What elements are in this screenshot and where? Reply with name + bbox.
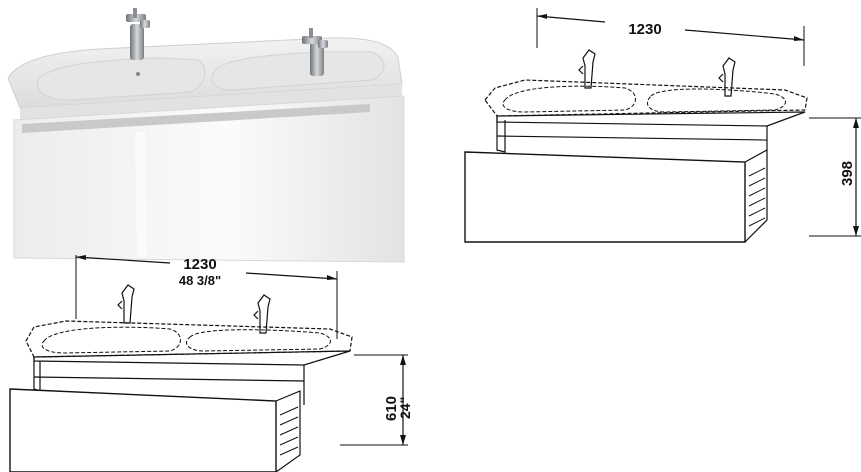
drawer-front [9,388,277,472]
basin-right-bowl [211,51,385,91]
drain-left [136,72,140,76]
vanity-photo-illustration [7,8,405,263]
faucet-right [302,28,328,76]
basin-front-edge [20,84,402,122]
technical-drawing-bottom: 1230 48 3/8" 610 24" [0,255,430,472]
faucet-right-line [253,294,271,334]
technical-drawing-top-svg: 1230 398 [464,8,861,243]
drawer-gap [22,104,370,133]
vanity-photo [0,0,420,275]
height-label-imperial: 24" [397,397,413,419]
faucet-right-line [718,57,736,97]
faucet-left [126,8,150,60]
faucet-left-line [117,284,135,324]
width-label: 1230 [183,256,216,273]
width-label-imperial: 48 3/8" [179,273,221,288]
technical-drawing-top: 1230 398 [455,0,861,250]
basin-left-bowl [36,57,206,101]
height-label: 610 [383,396,400,421]
cabinet-body [13,95,405,263]
width-label: 1230 [628,21,661,38]
height-label: 398 [839,161,856,186]
faucet-left-line [578,49,596,89]
technical-drawing-bottom-svg: 1230 48 3/8" 610 24" [9,255,413,472]
drawer-front [464,151,746,243]
